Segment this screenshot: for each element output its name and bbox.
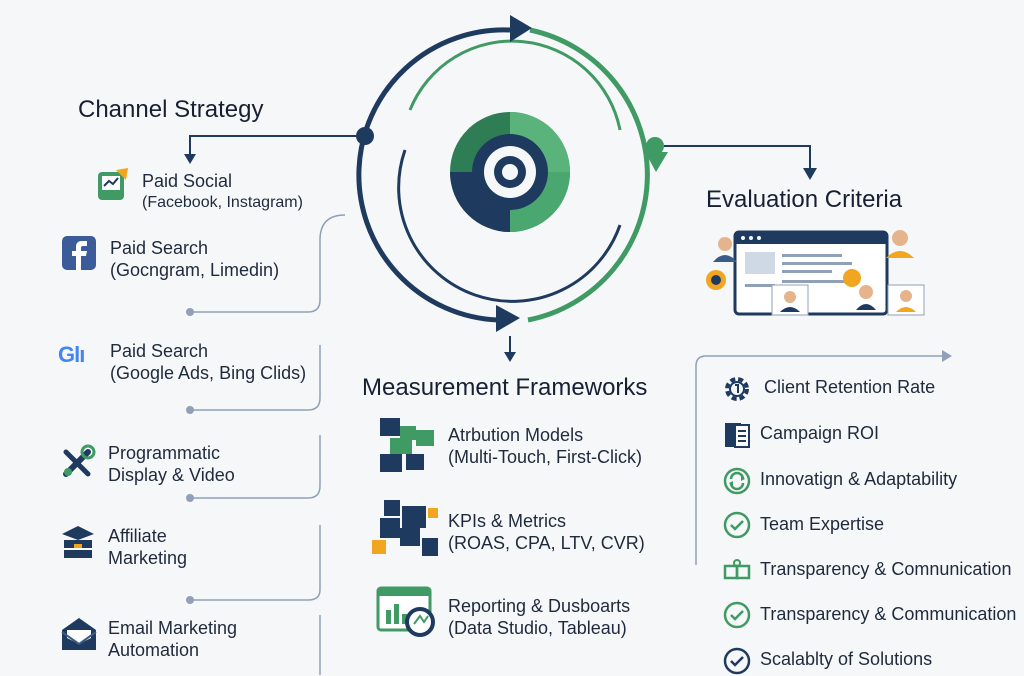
check-circle-icon	[723, 647, 751, 675]
dashboard-icon	[376, 586, 435, 637]
criteria-item-label: Innovatign & Adaptability	[760, 469, 958, 489]
evaluation-illustration	[706, 230, 925, 316]
measurement-item-title: Atrbution Models	[448, 425, 584, 445]
cycle-arrow-bottom	[496, 305, 520, 332]
channel-item: Email Marketing Automation	[108, 617, 237, 661]
evaluation-criteria-title: Evaluation Criteria	[706, 186, 903, 213]
criteria-item-label: Team Expertise	[760, 514, 885, 534]
channel-item-subtitle: Marketing	[108, 548, 188, 568]
google-logo-text: Glı	[58, 342, 85, 367]
measurement-item: Reporting & Dusboarts (Data Studio, Tabl…	[448, 595, 630, 639]
channel-bracket-dots	[186, 308, 194, 604]
cycle-arrow-right	[645, 152, 668, 172]
puzzle-icon	[723, 559, 751, 580]
measurement-frameworks-title: Measurement Frameworks	[362, 374, 648, 401]
measurement-item: Atrbution Models (Multi-Touch, First-Cli…	[448, 424, 642, 468]
channel-item-title: Email Marketing	[108, 618, 238, 638]
channel-item: Paid Social (Facebook, Instagram)	[142, 170, 303, 214]
gear-icon	[725, 377, 749, 401]
channel-item: Paid Search (Google Ads, Bing Clids)	[110, 340, 306, 384]
tools-icon	[63, 444, 96, 477]
channel-item-title: Affiliate	[108, 526, 167, 546]
check-circle-icon	[723, 601, 751, 629]
affiliate-icon	[62, 526, 94, 558]
cycle-node-right	[646, 137, 664, 155]
channel-item-title: Paid Search	[110, 341, 209, 361]
channel-item-subtitle: (Facebook, Instagram)	[142, 194, 303, 211]
channel-item-title: Programmatic	[108, 443, 221, 463]
criteria-item-label: Scalablty of Solutions	[760, 649, 933, 669]
channel-item-subtitle: Display & Video	[108, 465, 235, 485]
measurement-item-subtitle: (ROAS, CPA, LTV, CVR)	[448, 533, 645, 553]
center-hub-icon	[450, 112, 570, 232]
criteria-item-label: Transparency & Comnunication	[760, 559, 1012, 579]
channel-item-subtitle: Automation	[108, 640, 200, 660]
kpi-blocks-icon	[372, 500, 438, 556]
facebook-icon	[62, 236, 96, 270]
channel-item: Programmatic Display & Video	[108, 442, 235, 486]
measurement-item-title: Reporting & Dusboarts	[448, 596, 631, 616]
channel-bracket-lines	[190, 214, 346, 675]
measurement-item-subtitle: (Data Studio, Tableau)	[448, 618, 627, 638]
outer-cycle-arc-navy	[356, 27, 511, 323]
connector-to-evaluation	[664, 145, 811, 172]
channel-item-subtitle: (Gocngram, Limedin)	[110, 260, 280, 280]
outer-cycle-arc-green	[527, 27, 650, 323]
criteria-item-label: Transparency & Communication	[760, 604, 1017, 624]
cycle-node-left	[356, 127, 374, 145]
google-icon: Glı	[58, 342, 85, 368]
email-icon	[61, 618, 97, 650]
criteria-item-label: Client Retention Rate	[764, 377, 936, 397]
channel-item-subtitle: (Google Ads, Bing Clids)	[110, 363, 307, 383]
channel-strategy-title: Channel Strategy	[78, 96, 264, 123]
channel-item: Affiliate Marketing	[108, 525, 187, 569]
document-icon	[725, 423, 750, 448]
criteria-bracket-line	[695, 355, 945, 565]
channel-item-title: Paid Social	[142, 171, 233, 191]
measurement-item-title: KPIs & Metrics	[448, 511, 567, 531]
cycle-arrow-top	[510, 15, 532, 42]
channel-item: Paid Search (Gocngram, Limedin)	[110, 237, 279, 281]
inner-cycle-arc-navy	[397, 149, 622, 303]
connector-to-channel	[189, 135, 356, 158]
criteria-item-label: Campaign ROI	[760, 423, 880, 443]
channel-item-title: Paid Search	[110, 238, 209, 258]
measurement-item-subtitle: (Multi-Touch, First-Click)	[448, 447, 643, 467]
check-circle-icon	[723, 511, 751, 539]
measurement-item: KPIs & Metrics (ROAS, CPA, LTV, CVR)	[448, 510, 645, 554]
attribution-blocks-icon	[380, 418, 434, 472]
refresh-icon	[723, 467, 751, 495]
paid-social-icon	[98, 168, 128, 200]
inner-cycle-arc-green	[408, 39, 622, 131]
